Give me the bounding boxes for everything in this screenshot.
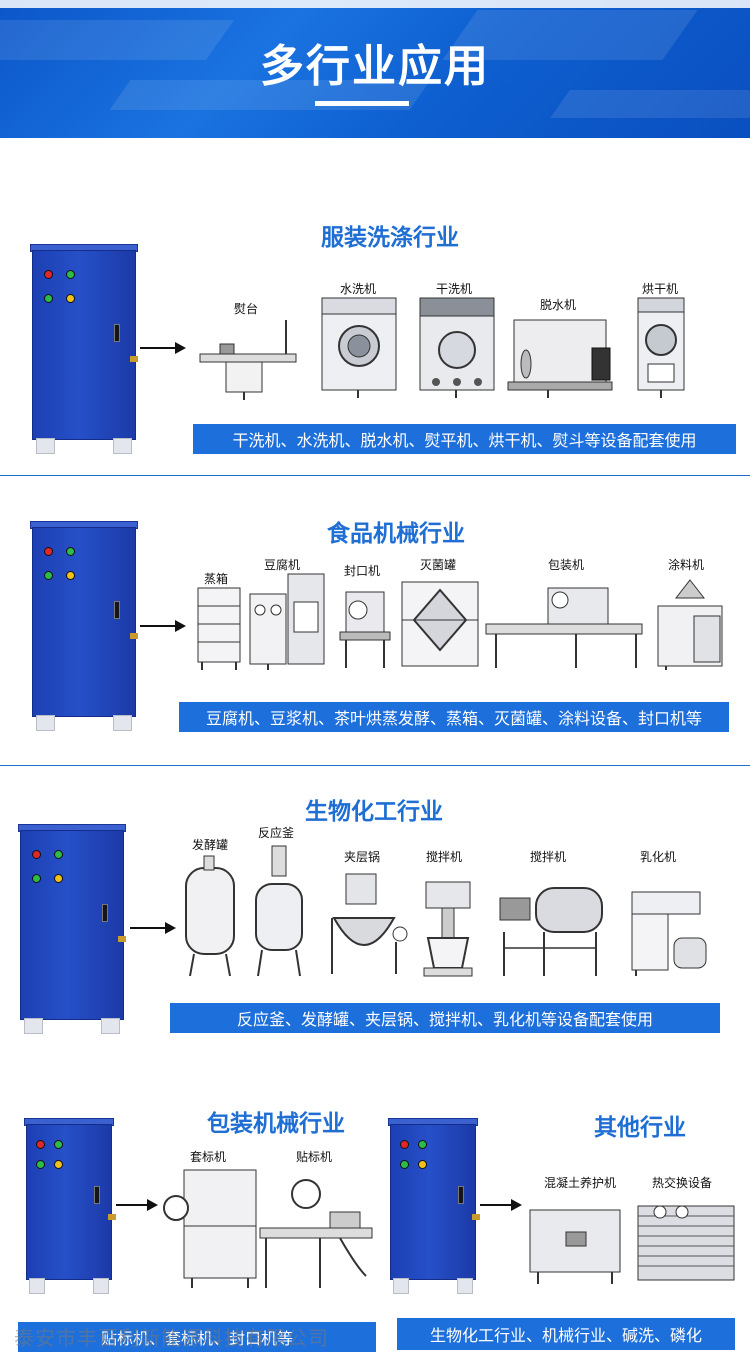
equipment-label: 烘干机 <box>642 282 679 296</box>
arrow-icon <box>116 1199 158 1211</box>
page-title: 多行业应用 <box>260 41 490 92</box>
equipment-sleeve-labeler: 套标机 <box>162 1148 258 1288</box>
equipment-label: 发酵罐 <box>192 838 229 852</box>
heat-exchanger-icon <box>637 1205 735 1281</box>
steam-generator-cabinet <box>30 521 138 731</box>
equipment-label: 搅拌机 <box>426 850 463 864</box>
section-title-garment: 服装洗涤行业 <box>321 225 459 251</box>
section-title-packaging: 包装机械行业 <box>207 1111 345 1137</box>
coating-machine-icon <box>657 579 723 670</box>
steam-generator-cabinet <box>30 244 138 454</box>
equipment-jacketed-kettle: 夹层锅 <box>324 848 408 978</box>
sealing-machine-icon <box>339 591 391 668</box>
equipment-label: 干洗机 <box>436 282 473 296</box>
arrow-icon <box>140 342 186 354</box>
equipment-sterilizer: 灭菌罐 <box>400 556 480 670</box>
equipment-label: 乳化机 <box>640 850 677 864</box>
equipment-label: 蒸箱 <box>204 572 229 586</box>
equipment-dryer: 烘干机 <box>636 280 686 398</box>
equipment-concrete-curing: 混凝土养护机 <box>528 1174 622 1284</box>
concrete-curing-machine-icon <box>529 1209 621 1284</box>
equipment-label: 套标机 <box>190 1150 227 1164</box>
equipment-label: 夹层锅 <box>344 850 381 864</box>
equipment-labeler: 贴标机 <box>259 1148 374 1288</box>
steam-generator-cabinet <box>18 824 126 1034</box>
fermenter-tank-icon <box>185 855 235 977</box>
dry-cleaner-icon <box>419 297 495 398</box>
stand-mixer-icon <box>423 881 473 977</box>
banner-top-stripe <box>0 0 750 8</box>
equipment-label: 包装机 <box>548 558 585 572</box>
equipment-label: 水洗机 <box>340 282 377 296</box>
equipment-emulsifier: 乳化机 <box>628 848 712 978</box>
equipment-steamer: 蒸箱 <box>196 570 242 670</box>
equipment-label: 豆腐机 <box>264 558 301 572</box>
caption-bar-food: 豆腐机、豆浆机、茶叶烘蒸发酵、蒸箱、灭菌罐、涂料设备、封口机等 <box>179 702 729 732</box>
section-title-biochem: 生物化工行业 <box>305 799 443 825</box>
arrow-icon <box>130 922 176 934</box>
dryer-icon <box>637 297 685 398</box>
banner-light-streak <box>550 90 750 118</box>
sleeve-labeling-machine-icon <box>163 1169 257 1288</box>
horizontal-mixer-icon <box>499 887 603 976</box>
equipment-fermenter: 发酵罐 <box>180 836 242 978</box>
equipment-dewatering: 脱水机 <box>507 296 618 398</box>
header-banner: 多行业应用 <box>0 0 750 138</box>
equipment-packaging: 包装机 <box>485 556 646 670</box>
caption-bar-other: 生物化工行业、机械行业、碱洗、磷化 <box>397 1318 735 1350</box>
section-divider <box>0 765 750 766</box>
equipment-heat-exchanger: 热交换设备 <box>636 1174 736 1284</box>
washing-machine-icon <box>321 297 397 398</box>
steam-generator-cabinet <box>388 1118 480 1294</box>
company-watermark: 泰安市丰百利新能源科技有限公司 <box>14 1326 329 1350</box>
section-divider <box>0 475 750 476</box>
equipment-label: 封口机 <box>344 564 381 578</box>
steamer-icon <box>197 587 241 670</box>
equipment-label: 贴标机 <box>296 1150 333 1164</box>
steam-generator-cabinet <box>24 1118 116 1294</box>
arrow-icon <box>140 620 186 632</box>
equipment-label: 反应釜 <box>258 826 295 840</box>
equipment-tofu-machine: 豆腐机 <box>248 556 326 670</box>
tofu-machine-icon <box>249 573 325 670</box>
equipment-label: 涂料机 <box>668 558 705 572</box>
equipment-dry-cleaner: 干洗机 <box>418 280 496 398</box>
packaging-machine-icon <box>485 587 643 668</box>
equipment-water-washer: 水洗机 <box>320 280 398 398</box>
equipment-label: 混凝土养护机 <box>544 1176 617 1190</box>
arrow-icon <box>480 1199 522 1211</box>
labeling-machine-icon <box>259 1179 373 1288</box>
equipment-label: 灭菌罐 <box>420 558 457 572</box>
title-underline <box>315 101 409 106</box>
emulsifier-icon <box>631 891 707 976</box>
jacketed-kettle-icon <box>331 873 408 974</box>
ironing-table-icon <box>199 320 297 400</box>
section-title-food: 食品机械行业 <box>327 521 465 547</box>
equipment-label: 热交换设备 <box>652 1176 713 1190</box>
section-title-other: 其他行业 <box>594 1115 686 1141</box>
equipment-sealer: 封口机 <box>338 562 392 670</box>
dewatering-machine-icon <box>507 319 613 398</box>
caption-bar-garment: 干洗机、水洗机、脱水机、熨平机、烘干机、熨斗等设备配套使用 <box>193 424 736 454</box>
equipment-label: 熨台 <box>234 302 259 316</box>
equipment-mixer-2: 搅拌机 <box>496 848 604 978</box>
equipment-mixer-1: 搅拌机 <box>420 848 476 978</box>
caption-bar-biochem: 反应釜、发酵罐、夹层锅、搅拌机、乳化机等设备配套使用 <box>170 1003 720 1033</box>
reactor-kettle-icon <box>255 845 303 977</box>
caption-bar-packaging: 贴标机、套标机、封口机等 <box>18 1322 376 1352</box>
equipment-label: 脱水机 <box>540 298 577 312</box>
equipment-reactor: 反应釜 <box>250 824 308 978</box>
equipment-ironing-table: 熨台 <box>199 300 300 400</box>
equipment-coating-machine: 涂料机 <box>656 556 724 670</box>
sterilizer-tank-icon <box>401 581 479 667</box>
equipment-label: 搅拌机 <box>530 850 567 864</box>
